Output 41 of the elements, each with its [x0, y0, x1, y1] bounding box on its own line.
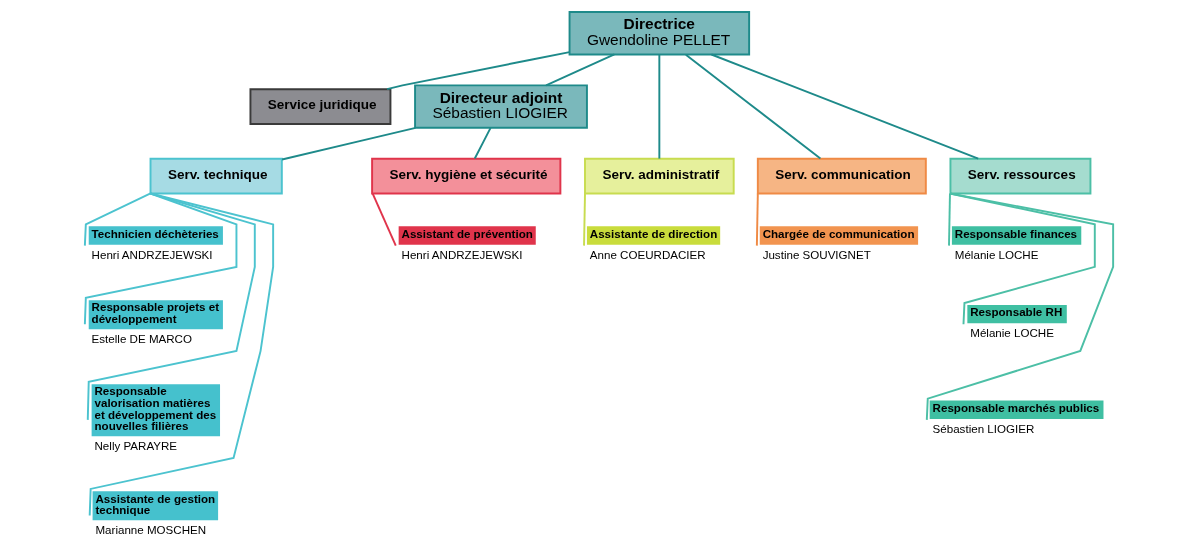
connector — [83, 192, 238, 326]
node-label: Mélanie LOCHE — [970, 327, 1054, 340]
node-box: Service juridique — [249, 88, 392, 125]
connector — [710, 53, 980, 160]
node-box: Serv. administratif — [584, 157, 735, 195]
node-box: Directeur adjoint Sébastien LIOGIER — [414, 84, 588, 129]
connector — [386, 51, 571, 91]
connector — [948, 192, 951, 247]
connector — [473, 126, 492, 160]
node-box: Chargée de communication — [759, 226, 919, 245]
connector — [545, 53, 616, 87]
node-box: Directrice Gwendoline PELLET — [568, 11, 751, 56]
node-label: Mélanie LOCHE — [954, 248, 1039, 261]
node-label: Sébastien LIOGIER — [932, 423, 1035, 436]
node-box: Serv. communication — [756, 157, 927, 195]
node-label: Henri ANDRZEJEWSKI — [401, 248, 523, 261]
connector — [755, 192, 759, 247]
node-box: Serv. technique — [149, 157, 283, 195]
node-box: Serv. ressources — [949, 157, 1092, 195]
node-box: Serv. hygiène et sécurité — [371, 157, 562, 195]
connector — [684, 53, 822, 160]
node-label: Marianne MOSCHEN — [95, 524, 207, 537]
node-label: Justine SOUVIGNET — [762, 248, 871, 261]
node-box: Responsable valorisation matières et développement des nouvelles filières — [91, 384, 221, 437]
connector — [281, 126, 417, 161]
connector — [583, 192, 586, 247]
node-box: Assistante de gestion technique — [92, 491, 219, 521]
node-label: Henri ANDRZEJEWSKI — [91, 248, 213, 261]
node-box: Responsable marchés publics — [929, 400, 1104, 419]
connector — [371, 192, 397, 247]
node-box: Assistante de direction — [586, 226, 721, 245]
node-label: Anne COEURDACIER — [589, 248, 706, 261]
node-box: Responsable projets et développement — [88, 300, 223, 330]
node-label: Estelle DE MARCO — [91, 333, 192, 346]
connector — [658, 53, 661, 160]
connector — [83, 192, 152, 247]
node-box: Technicien déchèteries — [88, 226, 223, 245]
node-box: Responsable RH — [967, 305, 1067, 324]
node-label: Nelly PARAYRE — [94, 440, 178, 453]
node-box: Assistant de prévention — [398, 226, 536, 245]
node-box: Responsable finances — [951, 226, 1082, 245]
